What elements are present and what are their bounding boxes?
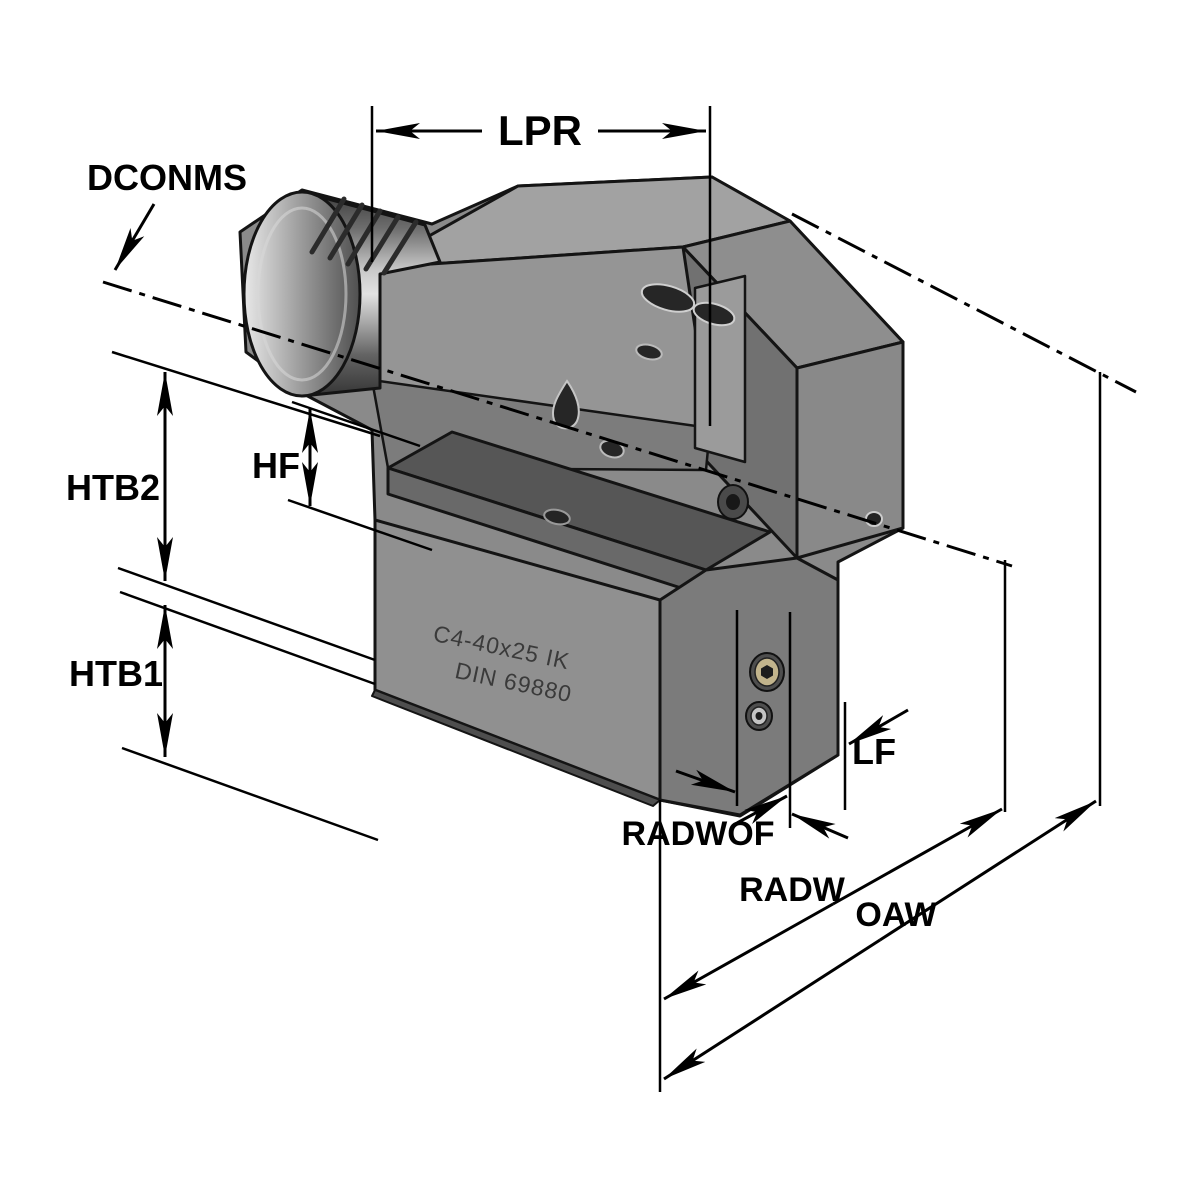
label-radwof: RADWOF bbox=[622, 815, 775, 853]
dconms-leader-arrow bbox=[113, 203, 156, 271]
front-small-hole-icon bbox=[635, 343, 663, 361]
dimension-lines bbox=[113, 123, 1097, 1081]
clamp-plate-hole-icon bbox=[543, 508, 571, 526]
dimension-labels: LPR DCONMS HTB2 HF HTB1 RADWOF RADW OAW … bbox=[66, 107, 938, 934]
lf-arrow-right bbox=[848, 708, 909, 746]
top-through-hole-left-icon bbox=[640, 283, 696, 313]
label-htb1: HTB1 bbox=[69, 653, 163, 694]
oaw-arrow-right bbox=[879, 799, 1097, 942]
centerlines bbox=[102, 212, 1137, 568]
extension-lines bbox=[111, 106, 1102, 1092]
shank-end-rim bbox=[256, 206, 348, 382]
coolant-teardrop-cutout bbox=[552, 379, 580, 430]
shank-centerline bbox=[102, 280, 1013, 568]
lower-block-bottom-edge bbox=[371, 689, 661, 807]
lf-arrow-left bbox=[736, 794, 788, 825]
radwof-arrow-right bbox=[791, 812, 849, 840]
right-block-right-face bbox=[795, 340, 905, 560]
oaw-arrow-left bbox=[663, 938, 881, 1081]
vdi-shank bbox=[242, 190, 442, 398]
shank-end-face bbox=[242, 190, 362, 398]
label-dconms: DCONMS bbox=[87, 157, 247, 198]
socket-screw-upper bbox=[749, 652, 785, 692]
radwof-arrow-left bbox=[675, 769, 736, 794]
label-lpr: LPR bbox=[498, 107, 582, 154]
label-hf: HF bbox=[252, 445, 300, 486]
clamp-screw bbox=[717, 484, 749, 520]
upper-right-centerline bbox=[791, 212, 1137, 394]
lower-block-right-face bbox=[658, 556, 840, 817]
label-lf: LF bbox=[852, 731, 896, 772]
label-radw: RADW bbox=[739, 871, 846, 909]
tool-holder-body: C4-40x25 IK DIN 69880 bbox=[238, 175, 905, 818]
radw-arrow-right bbox=[832, 807, 1003, 906]
radw-arrow-left bbox=[663, 902, 834, 1001]
label-htb2: HTB2 bbox=[66, 467, 160, 508]
htb2-ext-bottom bbox=[117, 566, 376, 662]
hf-ext-bottom bbox=[287, 498, 433, 552]
socket-screw-lower bbox=[745, 701, 773, 731]
htb2-ext-top bbox=[111, 350, 381, 438]
htb1-ext-bottom bbox=[121, 746, 379, 842]
label-oaw: OAW bbox=[855, 896, 937, 934]
